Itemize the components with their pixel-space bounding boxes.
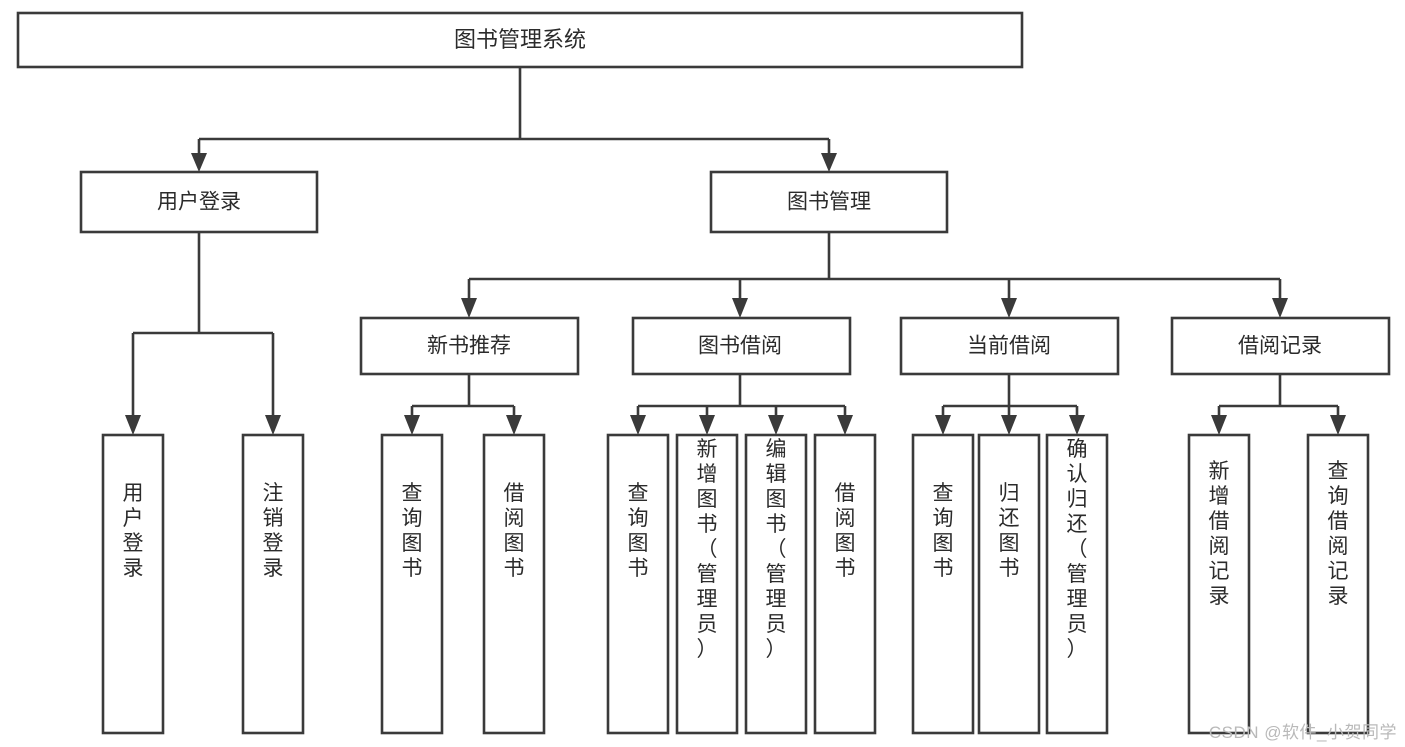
- leaf-book-borrow-4-label: 借阅图书: [835, 482, 856, 580]
- leaf-current-borrow-3-box[interactable]: [1045, 433, 1109, 735]
- node-book-manage[interactable]: 图书管理: [709, 170, 949, 234]
- node-borrow-record[interactable]: 借阅记录: [1170, 316, 1391, 376]
- node-user-login[interactable]: 用户登录: [79, 170, 319, 234]
- arrow-head-leaf-new-book-1: [404, 415, 420, 435]
- leaf-node[interactable]: 新增借阅记录: [1187, 433, 1251, 735]
- arrow-head-borrow-record: [1272, 298, 1288, 318]
- connector-layer: [125, 67, 1346, 435]
- node-current-borrow-label: 当前借阅: [967, 335, 1051, 358]
- node-borrow-record-box[interactable]: [1170, 316, 1391, 376]
- arrow-head-current-borrow: [1001, 298, 1017, 318]
- node-new-book-recommend-box[interactable]: [359, 316, 580, 376]
- node-current-borrow[interactable]: 当前借阅: [899, 316, 1120, 376]
- leaf-current-borrow-2-box[interactable]: [977, 433, 1041, 735]
- leaf-current-borrow-1-box[interactable]: [911, 433, 975, 735]
- leaf-book-borrow-3-label: 编辑图书（管理员）: [766, 438, 787, 661]
- node-book-manage-label: 图书管理: [787, 191, 871, 214]
- leaf-node[interactable]: 查询图书: [606, 433, 670, 735]
- leaf-book-borrow-4-box[interactable]: [813, 433, 877, 735]
- arrow-head-leaf-book-borrow-4: [837, 415, 853, 435]
- leaf-borrow-record-1-box[interactable]: [1187, 433, 1251, 735]
- leaf-new-book-1-label: 查询图书: [402, 482, 423, 580]
- arrow-head-leaf-borrow-record-1: [1211, 415, 1227, 435]
- arrow-head-leaf-borrow-record-2: [1330, 415, 1346, 435]
- leaf-user-login-2-box[interactable]: [241, 433, 305, 735]
- node-book-borrow-box[interactable]: [631, 316, 852, 376]
- leaf-borrow-record-1-label: 新增借阅记录: [1209, 460, 1230, 608]
- leaf-new-book-2-label: 借阅图书: [504, 482, 525, 580]
- node-user-login-label: 用户登录: [157, 191, 241, 214]
- arrow-head-leaf-user-login-1: [125, 415, 141, 435]
- leaf-node[interactable]: 归还图书: [977, 433, 1041, 735]
- leaf-user-login-1-box[interactable]: [101, 433, 165, 735]
- node-new-book-recommend[interactable]: 新书推荐: [359, 316, 580, 376]
- node-root-box[interactable]: [16, 11, 1024, 69]
- leaf-book-borrow-1-label: 查询图书: [628, 482, 649, 580]
- leaf-new-book-1-box[interactable]: [380, 433, 444, 735]
- leaf-node[interactable]: 查询图书: [380, 433, 444, 735]
- leaf-book-borrow-1-box[interactable]: [606, 433, 670, 735]
- node-user-login-box[interactable]: [79, 170, 319, 234]
- leaf-node[interactable]: 查询借阅记录: [1306, 433, 1370, 735]
- node-new-book-recommend-label: 新书推荐: [427, 335, 511, 358]
- leaf-node[interactable]: 编辑图书（管理员）: [744, 433, 808, 735]
- node-borrow-record-label: 借阅记录: [1238, 335, 1322, 358]
- leaf-node[interactable]: 新增图书（管理员）: [675, 433, 739, 735]
- arrow-head-leaf-current-borrow-2: [1001, 415, 1017, 435]
- leaf-new-book-2-box[interactable]: [482, 433, 546, 735]
- leaf-current-borrow-2-label: 归还图书: [999, 482, 1020, 580]
- node-book-manage-box[interactable]: [709, 170, 949, 234]
- arrow-head-leaf-book-borrow-1: [630, 415, 646, 435]
- leaf-node[interactable]: 用户登录: [101, 433, 165, 735]
- leaf-user-login-1-label: 用户登录: [123, 482, 144, 580]
- arrow-head-book-borrow: [732, 298, 748, 318]
- leaf-node[interactable]: 注销登录: [241, 433, 305, 735]
- node-book-borrow[interactable]: 图书借阅: [631, 316, 852, 376]
- arrow-head-new-book-recommend: [461, 298, 477, 318]
- arrow-head-leaf-user-login-2: [265, 415, 281, 435]
- node-current-borrow-box[interactable]: [899, 316, 1120, 376]
- leaf-borrow-record-2-label: 查询借阅记录: [1328, 460, 1349, 608]
- arrow-head-leaf-book-borrow-3: [768, 415, 784, 435]
- leaf-current-borrow-1-label: 查询图书: [933, 482, 954, 580]
- arrow-head-leaf-new-book-2: [506, 415, 522, 435]
- arrow-head-leaf-book-borrow-2: [699, 415, 715, 435]
- node-root-label: 图书管理系统: [454, 27, 586, 52]
- leaf-node[interactable]: 确认归还（管理员）: [1045, 433, 1109, 735]
- leaf-borrow-record-2-box[interactable]: [1306, 433, 1370, 735]
- arrow-head-leaf-current-borrow-1: [935, 415, 951, 435]
- leaf-book-borrow-3-box[interactable]: [744, 433, 808, 735]
- leaf-book-borrow-2-label: 新增图书（管理员）: [697, 438, 718, 661]
- arrow-head-user-login: [191, 153, 207, 172]
- node-root[interactable]: 图书管理系统: [16, 11, 1024, 69]
- arrow-head-book-manage: [821, 153, 837, 172]
- leaf-book-borrow-2-box[interactable]: [675, 433, 739, 735]
- leaf-node[interactable]: 借阅图书: [813, 433, 877, 735]
- leaf-node[interactable]: 借阅图书: [482, 433, 546, 735]
- node-book-borrow-label: 图书借阅: [698, 335, 782, 358]
- leaf-user-login-2-label: 注销登录: [263, 482, 284, 580]
- leaf-current-borrow-3-label: 确认归还（管理员）: [1067, 438, 1088, 661]
- leaf-node[interactable]: 查询图书: [911, 433, 975, 735]
- arrow-head-leaf-current-borrow-3: [1069, 415, 1085, 435]
